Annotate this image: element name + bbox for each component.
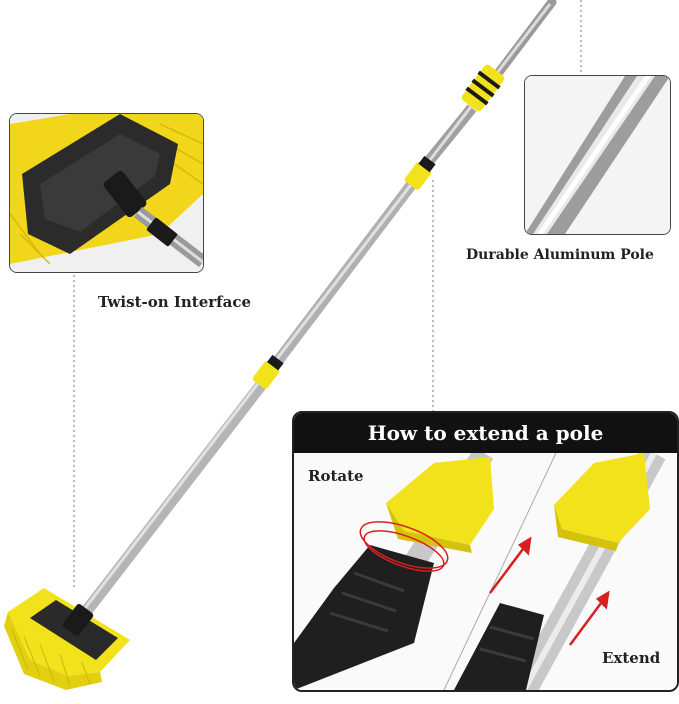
rotate-collar — [386, 457, 494, 545]
twist-interface-photo — [10, 114, 203, 272]
extend-illustration — [294, 413, 677, 690]
twist-interface-label: Twist-on Interface — [98, 293, 252, 311]
pole-highlight — [74, 3, 552, 621]
pole-collar-upper[interactable] — [404, 155, 436, 191]
extend-arrow-icon — [489, 536, 610, 646]
panel-divider — [443, 452, 557, 690]
rotate-handle — [294, 545, 434, 690]
extend-handle — [454, 603, 544, 690]
rotate-label: Rotate — [308, 467, 364, 485]
extend-collar — [554, 453, 650, 543]
brush-head — [4, 588, 130, 690]
inset-aluminum-pole — [524, 75, 671, 235]
rotate-ring-icon — [359, 521, 449, 569]
how-to-extend-panel: How to extend a pole Rotate Extend — [292, 411, 679, 692]
inset-twist-interface — [9, 113, 204, 273]
pole-grip[interactable] — [460, 63, 506, 113]
aluminum-pole-photo — [525, 76, 670, 234]
durable-pole-label: Durable Aluminum Pole — [466, 247, 654, 263]
panel-title: How to extend a pole — [294, 413, 677, 453]
pole-segment-lower — [73, 376, 270, 626]
extend-label: Extend — [602, 649, 661, 667]
pole-collar-lower[interactable] — [252, 354, 284, 390]
